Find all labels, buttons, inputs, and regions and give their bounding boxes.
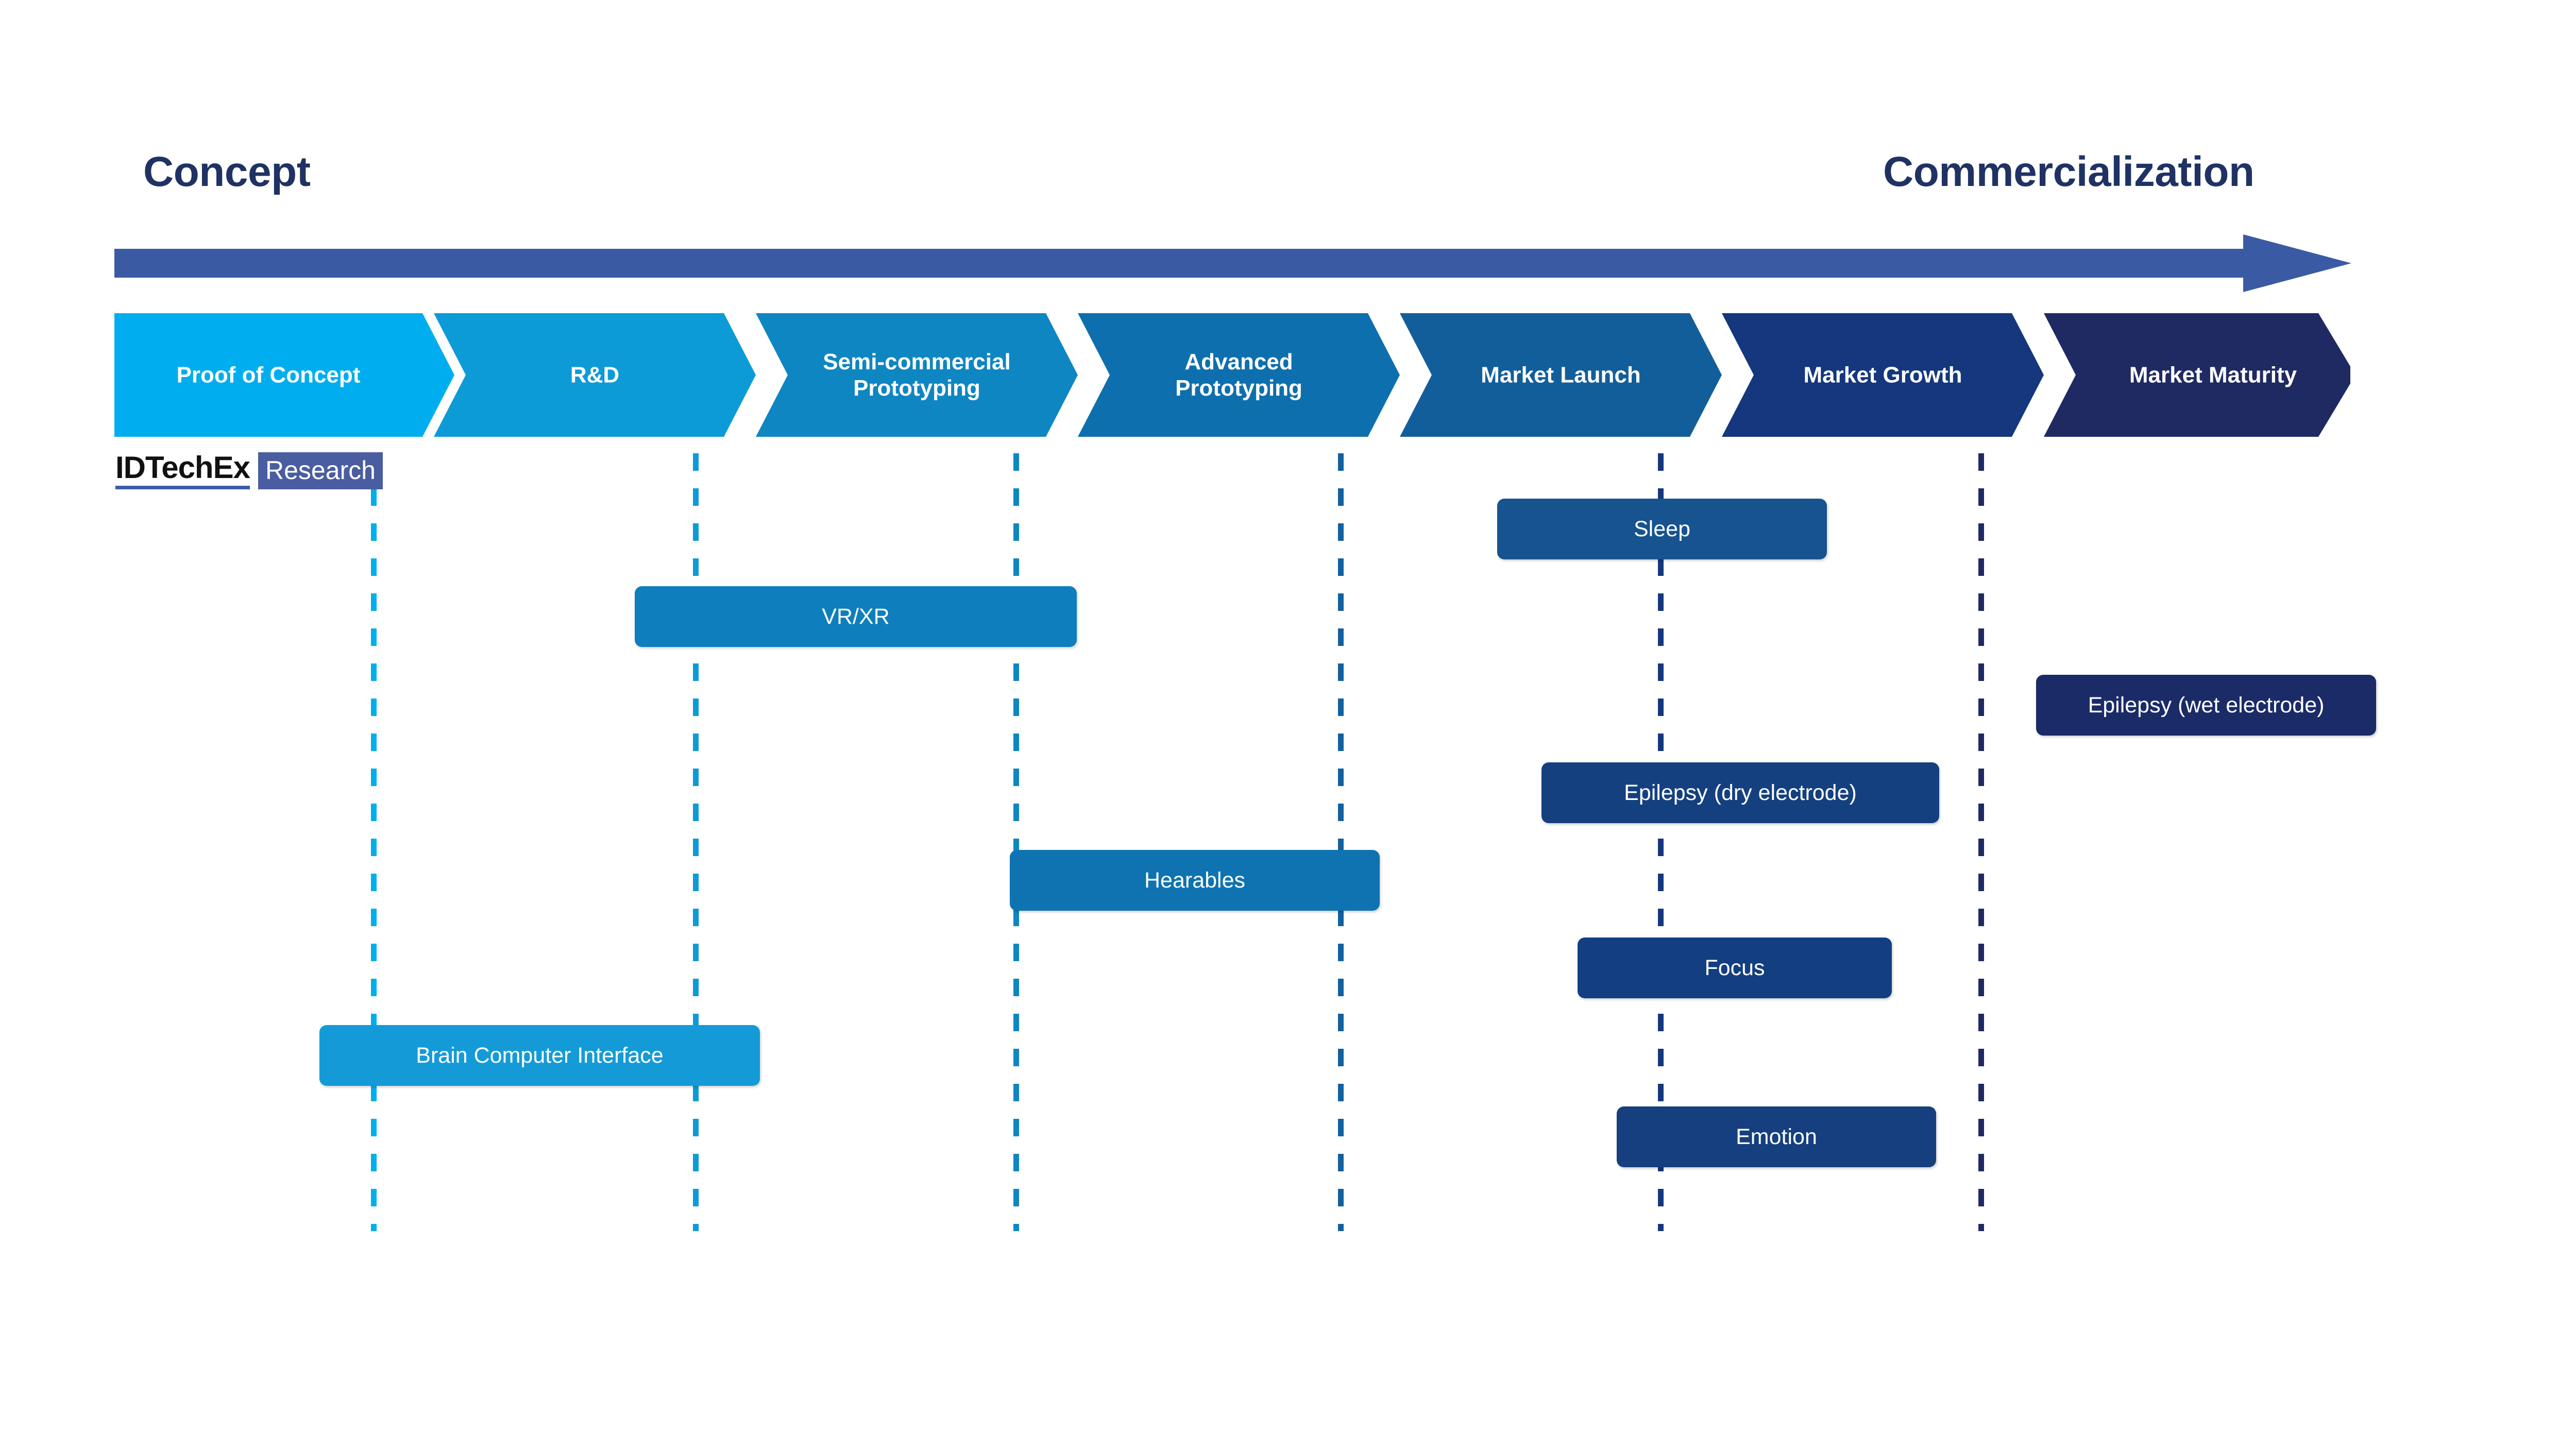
application-pill[interactable]: Epilepsy (dry electrode)	[1541, 762, 1939, 823]
application-pill[interactable]: Focus	[1578, 937, 1892, 998]
stage-separator-line	[1338, 453, 1344, 1231]
stage-chevron[interactable]	[1400, 313, 1722, 437]
stage-separator-line	[1013, 453, 1019, 1231]
application-pill[interactable]: Brain Computer Interface	[319, 1025, 760, 1086]
stage-separator-line	[371, 453, 377, 1231]
stage-chevron[interactable]	[2044, 313, 2350, 437]
stage-separator-line	[1658, 453, 1664, 1231]
stage-separator-line	[693, 453, 699, 1231]
idtechex-research-badge: Research	[258, 452, 383, 489]
application-pill[interactable]: VR/XR	[635, 586, 1077, 647]
concept-to-commercialization-arrow	[114, 234, 2351, 292]
stage-separator-line	[1978, 453, 1984, 1231]
page-title-concept: Concept	[143, 148, 311, 195]
stage-chevron[interactable]	[1078, 313, 1400, 437]
stage-chevron[interactable]	[114, 313, 454, 437]
idtechex-logo: IDTechEx Research	[115, 452, 383, 497]
application-pill[interactable]: Epilepsy (wet electrode)	[2036, 675, 2376, 736]
application-pill[interactable]: Emotion	[1617, 1106, 1936, 1167]
stage-chevron[interactable]	[434, 313, 756, 437]
application-pill[interactable]: Hearables	[1010, 850, 1380, 911]
idtechex-wordmark: IDTechEx	[115, 452, 250, 489]
application-pill[interactable]: Sleep	[1497, 499, 1827, 559]
page-title-commercialization: Commercialization	[1883, 148, 2255, 195]
stage-chevron-ribbon	[114, 313, 2350, 437]
stage-chevron[interactable]	[756, 313, 1078, 437]
stage-chevron[interactable]	[1722, 313, 2044, 437]
